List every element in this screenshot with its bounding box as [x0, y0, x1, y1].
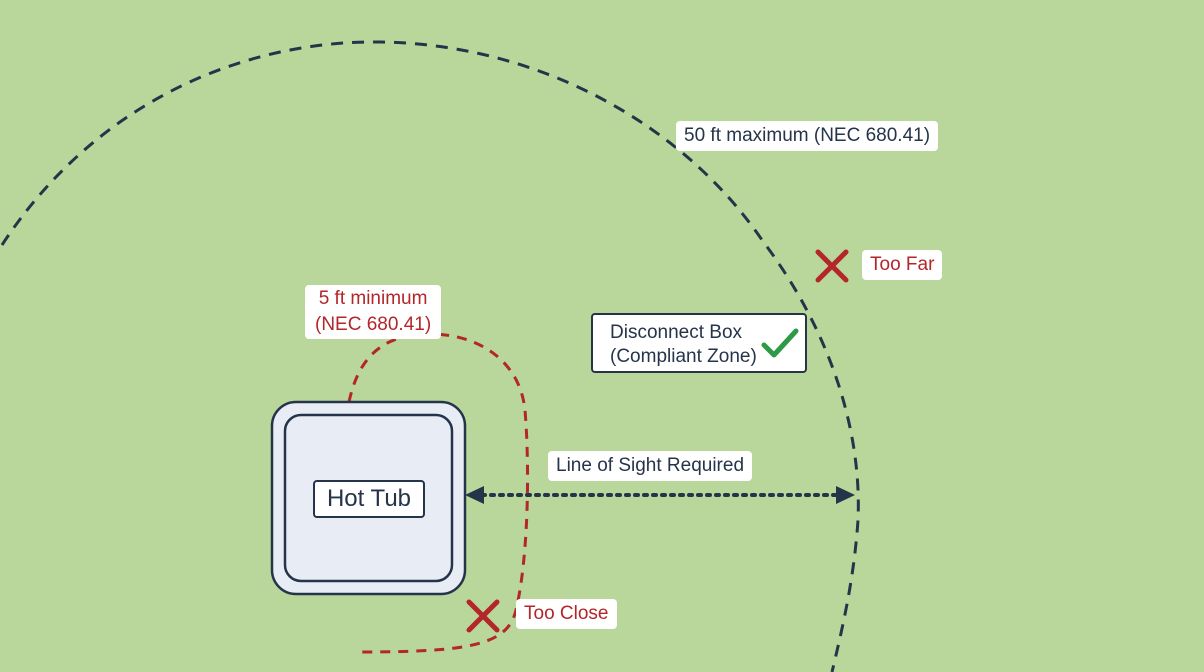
check-icon — [761, 328, 799, 358]
x-icon — [466, 599, 500, 633]
arrow-right-icon — [836, 486, 855, 504]
too-far-label: Too Far — [862, 250, 943, 280]
disconnect-box-line1: Disconnect Box — [610, 322, 743, 343]
disconnect-box-line2: (Compliant Zone) — [610, 346, 757, 367]
max-distance-boundary — [0, 40, 860, 672]
arrow-left-icon — [465, 486, 484, 504]
min-distance-label-line1: 5 ft minimum — [318, 288, 428, 309]
hot-tub-label: Hot Tub — [313, 480, 425, 518]
min-distance-label: 5 ft minimum (NEC 680.41) — [305, 285, 442, 339]
max-distance-label: 50 ft maximum (NEC 680.41) — [676, 121, 939, 151]
too-close-label: Too Close — [516, 599, 617, 629]
x-icon — [815, 249, 849, 283]
disconnect-box: Disconnect Box (Compliant Zone) — [591, 313, 807, 373]
min-distance-label-line2: (NEC 680.41) — [315, 314, 432, 335]
line-of-sight-label: Line of Sight Required — [548, 451, 753, 481]
